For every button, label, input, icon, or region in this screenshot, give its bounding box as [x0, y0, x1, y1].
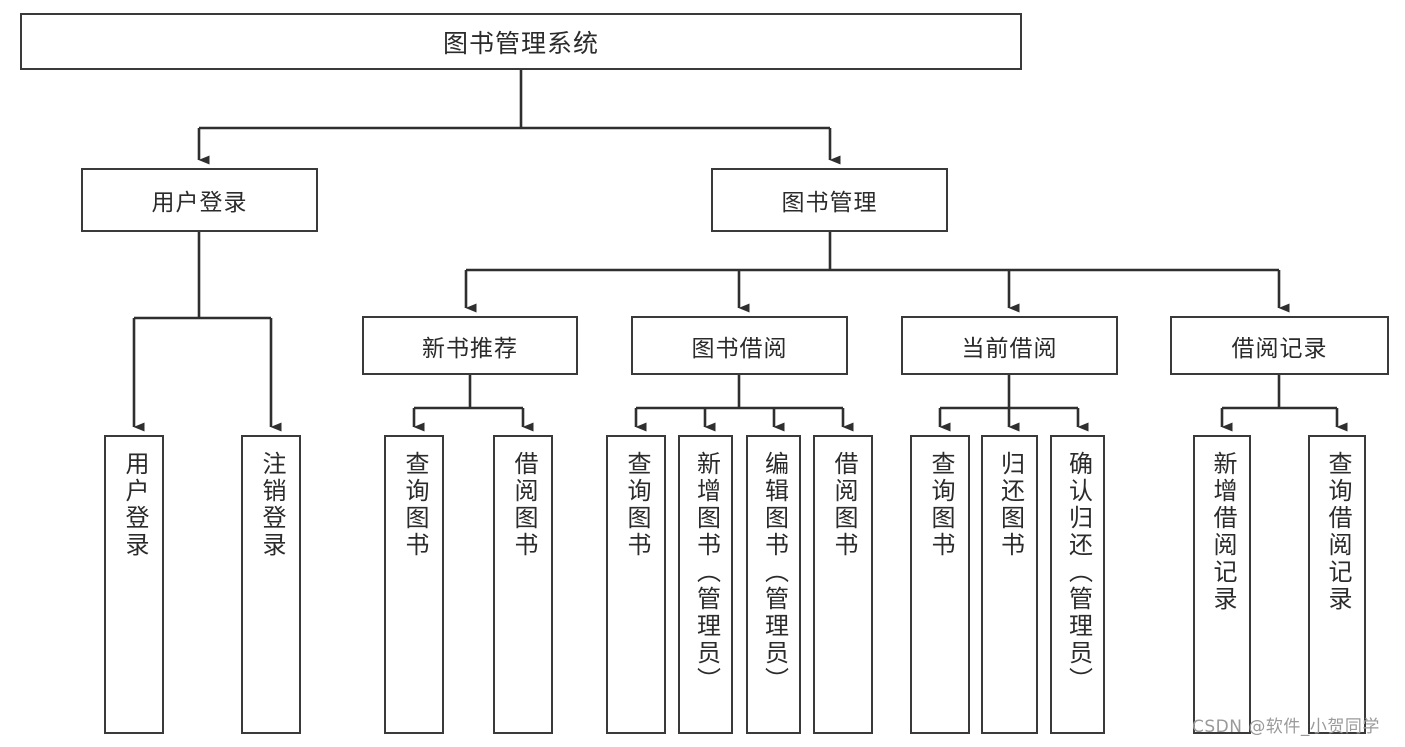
node-borrow-record[interactable]: 借阅记录 [1170, 316, 1389, 375]
leaf-query-book-current[interactable]: 查询图书 [910, 435, 970, 734]
node-label: 查询借阅记录 [1323, 451, 1352, 613]
node-new-book-recommend[interactable]: 新书推荐 [362, 316, 578, 375]
node-label: 确认归还（管理员） [1064, 451, 1093, 694]
leaf-query-book-recommend[interactable]: 查询图书 [384, 435, 444, 734]
node-label: 查询图书 [622, 451, 651, 559]
node-root-system[interactable]: 图书管理系统 [20, 13, 1022, 70]
leaf-query-borrow-record[interactable]: 查询借阅记录 [1308, 435, 1366, 734]
node-label: 查询图书 [400, 451, 429, 559]
node-user-login[interactable]: 用户登录 [81, 168, 318, 232]
node-label: 借阅图书 [829, 451, 858, 559]
leaf-query-book-borrow[interactable]: 查询图书 [606, 435, 666, 734]
leaf-confirm-return-admin[interactable]: 确认归还（管理员） [1050, 435, 1105, 734]
node-book-management[interactable]: 图书管理 [711, 168, 948, 232]
node-label: 编辑图书（管理员） [760, 451, 789, 694]
node-label: 新书推荐 [422, 335, 518, 362]
leaf-add-book-admin[interactable]: 新增图书（管理员） [678, 435, 733, 734]
node-label: 借阅图书 [509, 451, 538, 559]
node-label: 图书借阅 [691, 335, 788, 362]
node-label: 归还图书 [996, 451, 1025, 559]
leaf-edit-book-admin[interactable]: 编辑图书（管理员） [746, 435, 801, 734]
leaf-return-book[interactable]: 归还图书 [981, 435, 1038, 734]
node-label: 借阅记录 [1231, 335, 1328, 362]
leaf-user-login[interactable]: 用户登录 [104, 435, 164, 734]
node-label: 图书管理系统 [442, 28, 599, 58]
leaf-user-logout[interactable]: 注销登录 [241, 435, 301, 734]
node-label: 用户登录 [120, 451, 149, 559]
node-label: 新增图书（管理员） [692, 451, 721, 694]
node-label: 图书管理 [781, 190, 878, 216]
node-book-borrow[interactable]: 图书借阅 [631, 316, 848, 375]
node-current-borrow[interactable]: 当前借阅 [901, 316, 1118, 375]
leaf-borrow-book-recommend[interactable]: 借阅图书 [493, 435, 553, 734]
node-label: 注销登录 [257, 451, 286, 559]
leaf-borrow-book[interactable]: 借阅图书 [813, 435, 873, 734]
node-label: 用户登录 [151, 190, 248, 216]
csdn-watermark: CSDN @软件_小贺同学 [1192, 717, 1380, 737]
node-label: 当前借阅 [961, 335, 1058, 362]
node-label: 查询图书 [926, 451, 955, 559]
node-label: 新增借阅记录 [1208, 451, 1237, 613]
leaf-add-borrow-record[interactable]: 新增借阅记录 [1193, 435, 1251, 734]
